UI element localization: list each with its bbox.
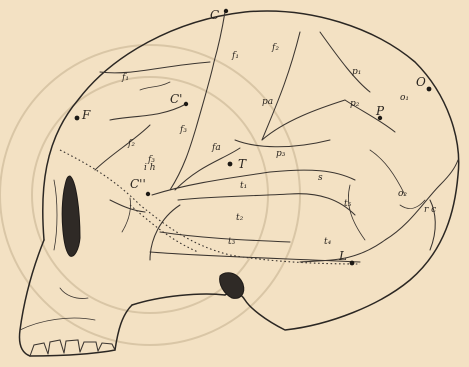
point-C1 bbox=[184, 102, 188, 106]
label-t1: t₁ bbox=[240, 181, 247, 191]
lower-dotted-line bbox=[130, 205, 198, 252]
label-F: F bbox=[81, 108, 91, 122]
label-f2: f₂ bbox=[271, 43, 279, 53]
teeth bbox=[30, 340, 115, 356]
frontal-sulcus-upper bbox=[100, 62, 210, 73]
label-O: O bbox=[416, 75, 426, 89]
label-ih: i h bbox=[144, 163, 156, 173]
label-o2: o₂ bbox=[398, 189, 407, 199]
label-rc: r c bbox=[424, 205, 436, 215]
label-pa: pa bbox=[262, 97, 273, 107]
label-p2: p₂ bbox=[350, 99, 360, 109]
frontal-sulcus-lower bbox=[110, 104, 186, 120]
label-p1: p₁ bbox=[352, 67, 361, 77]
label-t4: t₄ bbox=[324, 237, 332, 247]
label-fa: fa bbox=[211, 143, 221, 153]
point-O bbox=[427, 87, 432, 92]
label-f1b: f₁ bbox=[231, 51, 239, 61]
point-T bbox=[228, 162, 233, 167]
label-L: L bbox=[338, 249, 347, 263]
orbit bbox=[62, 176, 80, 256]
orbit-rim bbox=[54, 180, 57, 250]
label-C2: C'' bbox=[130, 177, 146, 191]
label-T: T bbox=[238, 157, 247, 171]
label-t2: t₂ bbox=[236, 213, 244, 223]
reference-dotted-line bbox=[60, 150, 360, 264]
label-C: C bbox=[210, 8, 219, 22]
label-p3: p₃ bbox=[276, 149, 286, 159]
point-C bbox=[224, 9, 228, 13]
label-s: s bbox=[318, 173, 323, 183]
label-f3: f₃ bbox=[179, 125, 187, 135]
point-F bbox=[75, 116, 80, 121]
label-f1: f₁ bbox=[121, 73, 129, 83]
label-P: P bbox=[375, 104, 385, 118]
label-t5: t₅ bbox=[344, 199, 352, 209]
point-C2 bbox=[146, 192, 150, 196]
point-L bbox=[350, 261, 355, 266]
label-C1: C' bbox=[170, 92, 182, 106]
label-f2b: f₂ bbox=[127, 139, 135, 149]
label-o1: o₁ bbox=[400, 93, 409, 103]
label-t3: t₃ bbox=[228, 237, 236, 247]
